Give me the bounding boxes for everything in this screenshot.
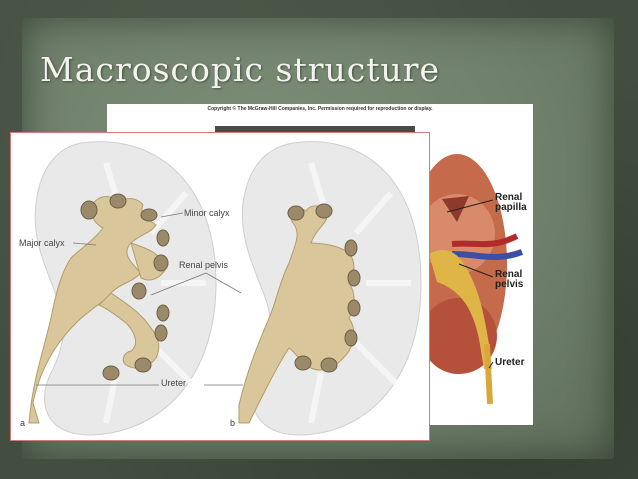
label-renal-pelvis-2: pelvis <box>495 279 524 290</box>
label-minor-calyx: Minor calyx <box>184 208 230 218</box>
label-renal-pelvis-1: Renal <box>495 269 523 280</box>
calyx-diagram-figure: Minor calyx Major calyx Renal pelvis Ure… <box>10 132 430 441</box>
copyright-notice: Copyright © The McGraw-Hill Companies, I… <box>207 106 433 112</box>
panel-label-b: b <box>230 418 236 428</box>
label-renal-papilla-1: Renal <box>495 192 523 203</box>
label-ureter-front: Ureter <box>161 378 187 388</box>
label-ureter-back: Ureter <box>495 357 525 368</box>
kidney-section-illustration <box>215 126 524 405</box>
calyx-diagram-illustration <box>28 141 422 436</box>
panel-label-a: a <box>20 418 26 428</box>
label-renal-pelvis: Renal pelvis <box>179 260 229 270</box>
label-renal-papilla-2: papilla <box>495 202 527 213</box>
slide-title: Macroscopic structure <box>40 50 441 89</box>
label-major-calyx: Major calyx <box>19 238 65 248</box>
